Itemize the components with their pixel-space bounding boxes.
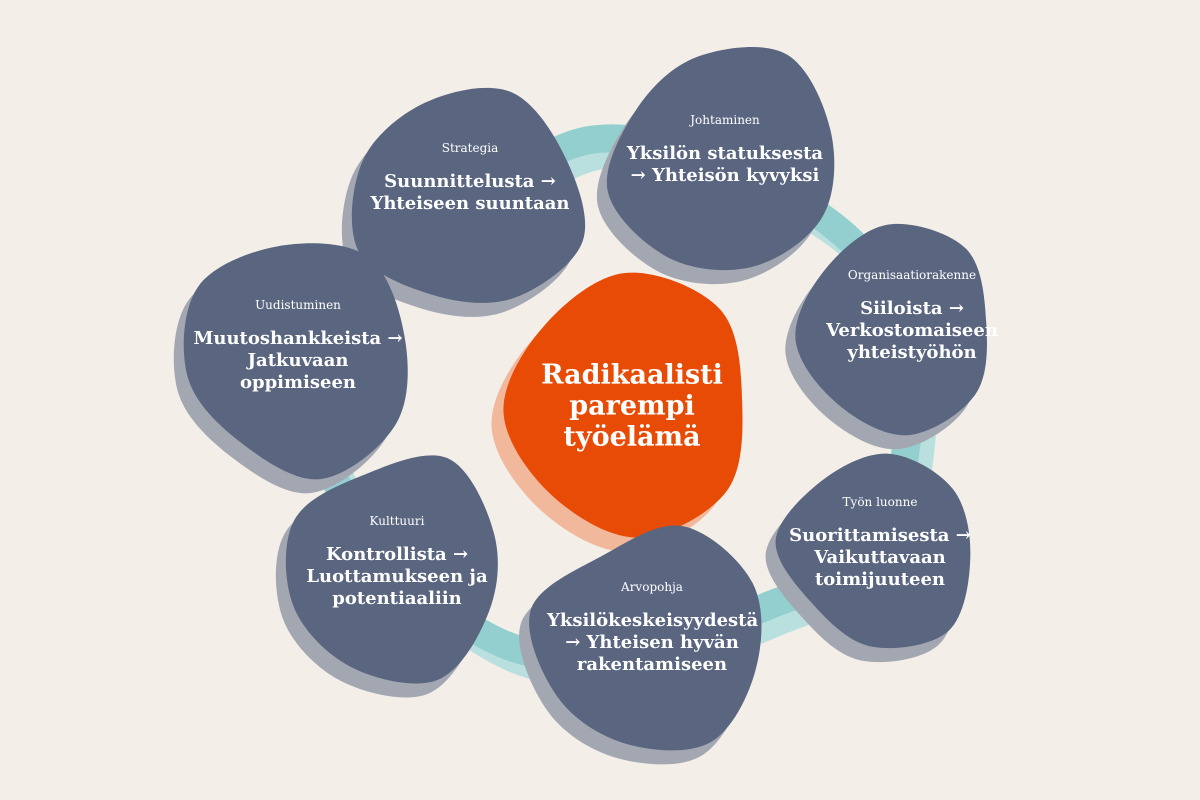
node-blob-group bbox=[519, 525, 762, 765]
node-text: Yksilön statuksesta → Yhteisön kyvyksi bbox=[626, 143, 824, 186]
node-blob-group bbox=[173, 243, 408, 494]
node-category: Strategia bbox=[441, 141, 499, 155]
node-arvopohja: Arvopohja Yksilökeskeisyydestä → Yhteise… bbox=[547, 580, 759, 676]
node-uudistuminen: Uudistuminen Muutoshankkeista → Jatkuvaa… bbox=[193, 298, 403, 394]
node-blob bbox=[795, 223, 987, 436]
node-text: Muutoshankkeista → Jatkuvaan oppimiseen bbox=[193, 328, 403, 393]
node-blob bbox=[606, 47, 835, 271]
node-blob-group bbox=[341, 87, 586, 317]
node-text: Suunnittelusta → Yhteiseen suuntaan bbox=[370, 171, 570, 214]
center-blob-group bbox=[491, 272, 743, 552]
node-blob bbox=[285, 455, 498, 684]
node-blob-group bbox=[765, 453, 971, 663]
node-category: Työn luonne bbox=[842, 495, 918, 509]
node-blob bbox=[351, 87, 586, 303]
node-text: Kontrollista → Luottamukseen ja potentia… bbox=[306, 544, 488, 609]
node-blob bbox=[183, 243, 408, 480]
node-text: Suorittamisesta → Vaikuttavaan toimijuut… bbox=[789, 525, 971, 590]
node-kulttuuri: Kulttuuri Kontrollista → Luottamukseen j… bbox=[292, 514, 502, 610]
node-organisaatiorakenne: Organisaatiorakenne Siiloista → Verkosto… bbox=[807, 268, 1017, 364]
node-blob bbox=[775, 453, 971, 649]
node-text: Yksilökeskeisyydestä → Yhteisen hyvän ra… bbox=[547, 610, 759, 675]
node-johtaminen: Johtaminen Yksilön statuksesta → Yhteisö… bbox=[620, 113, 830, 187]
node-blob-group bbox=[596, 47, 835, 285]
node-category: Johtaminen bbox=[690, 113, 760, 127]
node-strategia: Strategia Suunnittelusta → Yhteiseen suu… bbox=[365, 141, 575, 215]
node-blob-group bbox=[275, 455, 498, 698]
center-blob bbox=[503, 272, 743, 538]
center-title: Radikaalisti parempi työelämä bbox=[541, 359, 723, 453]
node-tyon-luonne: Työn luonne Suorittamisesta → Vaikuttava… bbox=[775, 495, 985, 591]
node-blob-group bbox=[785, 223, 987, 450]
node-blobs bbox=[173, 47, 987, 765]
node-category: Organisaatiorakenne bbox=[847, 268, 977, 282]
node-text: Siiloista → Verkostomaiseen yhteistyöhön bbox=[826, 298, 998, 363]
node-category: Uudistuminen bbox=[255, 298, 341, 312]
node-blob bbox=[529, 525, 762, 751]
node-category: Arvopohja bbox=[621, 580, 683, 594]
node-category: Kulttuuri bbox=[369, 514, 425, 528]
